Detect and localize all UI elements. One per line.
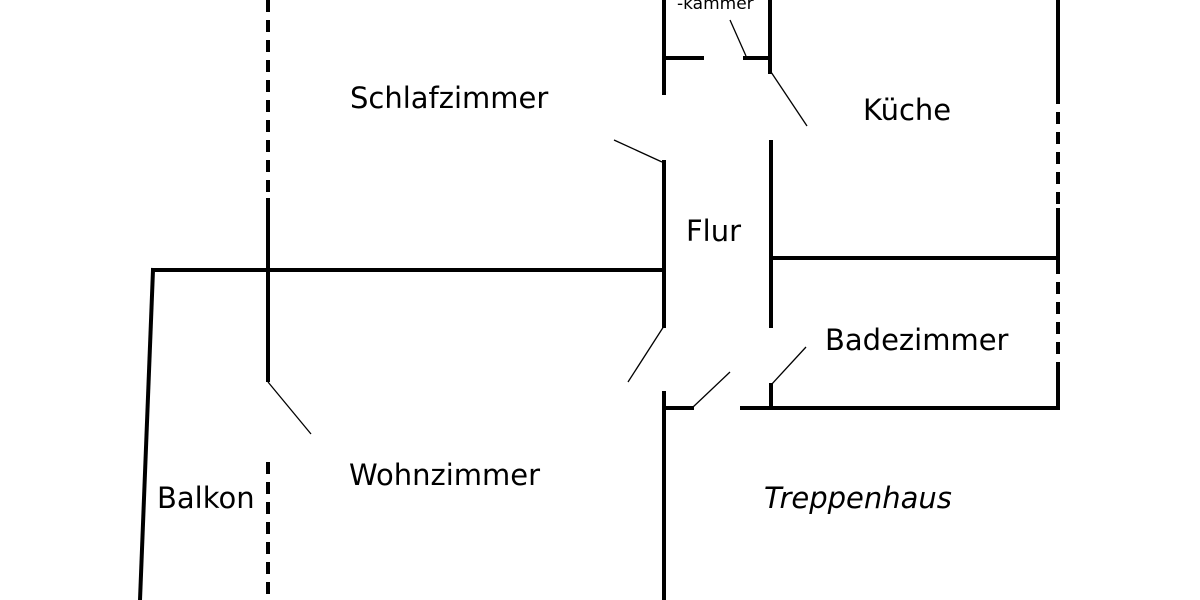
room-label-stairwell: Treppenhaus xyxy=(764,481,952,515)
room-label-storage: -kammer xyxy=(677,0,754,14)
room-label-bathroom: Badezimmer xyxy=(825,323,1009,357)
door-swing xyxy=(770,71,808,127)
room-label-living-room: Wohnzimmer xyxy=(349,458,541,492)
door-swing xyxy=(627,325,665,383)
door-swing xyxy=(691,371,731,409)
door-swing xyxy=(267,381,312,435)
room-label-kitchen: Küche xyxy=(863,93,952,127)
door-swing xyxy=(770,346,807,386)
room-label-bedroom: Schlafzimmer xyxy=(350,81,549,115)
windows xyxy=(266,0,1060,600)
walls xyxy=(137,0,1060,600)
door-swing xyxy=(613,139,663,163)
room-label-balcony: Balkon xyxy=(157,481,255,515)
wall xyxy=(137,267,156,600)
door-swing xyxy=(729,19,747,57)
room-label-hallway: Flur xyxy=(686,214,742,248)
doors xyxy=(267,19,808,435)
